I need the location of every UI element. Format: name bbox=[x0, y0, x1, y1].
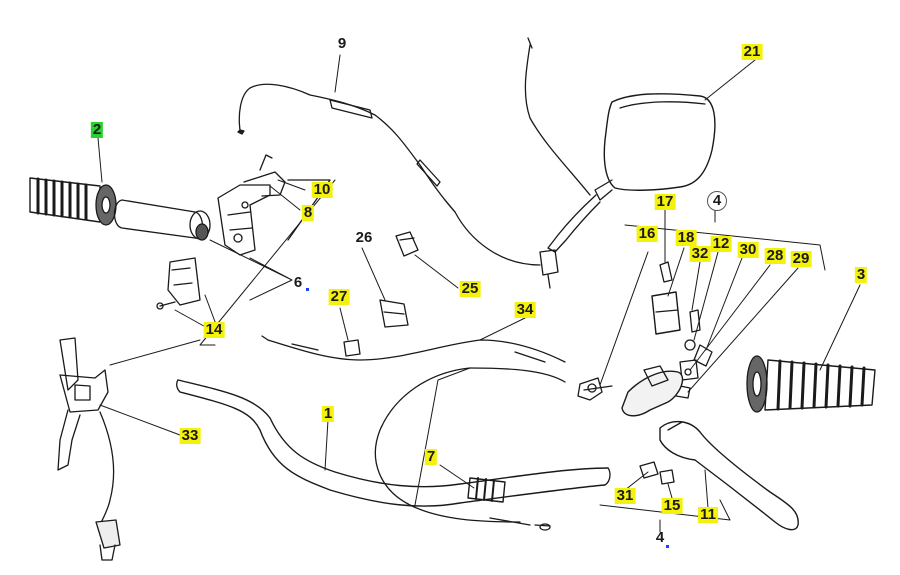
callout-12: 12 bbox=[710, 235, 732, 252]
callout-34: 34 bbox=[514, 301, 536, 318]
callout-15: 15 bbox=[661, 497, 683, 514]
callout-14: 14 bbox=[203, 321, 225, 338]
callout-29: 29 bbox=[790, 250, 812, 267]
callout-27: 27 bbox=[328, 288, 350, 305]
callout-9: 9 bbox=[337, 35, 347, 52]
throttle-cable bbox=[238, 83, 541, 266]
callout-21: 21 bbox=[741, 43, 763, 60]
throttle-housing bbox=[217, 184, 271, 256]
handlebar bbox=[179, 391, 606, 507]
callout-2: 2 bbox=[90, 121, 104, 138]
callout-6-dot bbox=[306, 288, 309, 291]
callout-16: 16 bbox=[636, 225, 658, 242]
callout-30: 30 bbox=[737, 241, 759, 258]
callout-4-dot bbox=[666, 545, 669, 548]
callout-4-bottom: 4 bbox=[655, 529, 665, 546]
callout-4-top: 4 bbox=[707, 191, 727, 211]
callout-18: 18 bbox=[675, 229, 697, 246]
callout-1: 1 bbox=[321, 405, 335, 422]
callout-28: 28 bbox=[764, 247, 786, 264]
callout-3: 3 bbox=[854, 266, 868, 283]
callout-32: 32 bbox=[689, 245, 711, 262]
callout-17: 17 bbox=[654, 193, 676, 210]
callout-33: 33 bbox=[179, 427, 201, 444]
right-grip bbox=[746, 355, 876, 413]
callout-6: 6 bbox=[293, 274, 303, 291]
callout-10: 10 bbox=[311, 181, 333, 198]
callout-25: 25 bbox=[459, 280, 481, 297]
left-grip bbox=[29, 177, 117, 226]
clutch-lever bbox=[659, 421, 799, 531]
callout-8: 8 bbox=[301, 204, 315, 221]
callout-31: 31 bbox=[614, 487, 636, 504]
callout-7: 7 bbox=[424, 448, 438, 465]
callout-26: 26 bbox=[355, 229, 373, 246]
mirror bbox=[539, 93, 716, 289]
left-switch bbox=[57, 337, 121, 561]
callout-11: 11 bbox=[698, 506, 718, 523]
